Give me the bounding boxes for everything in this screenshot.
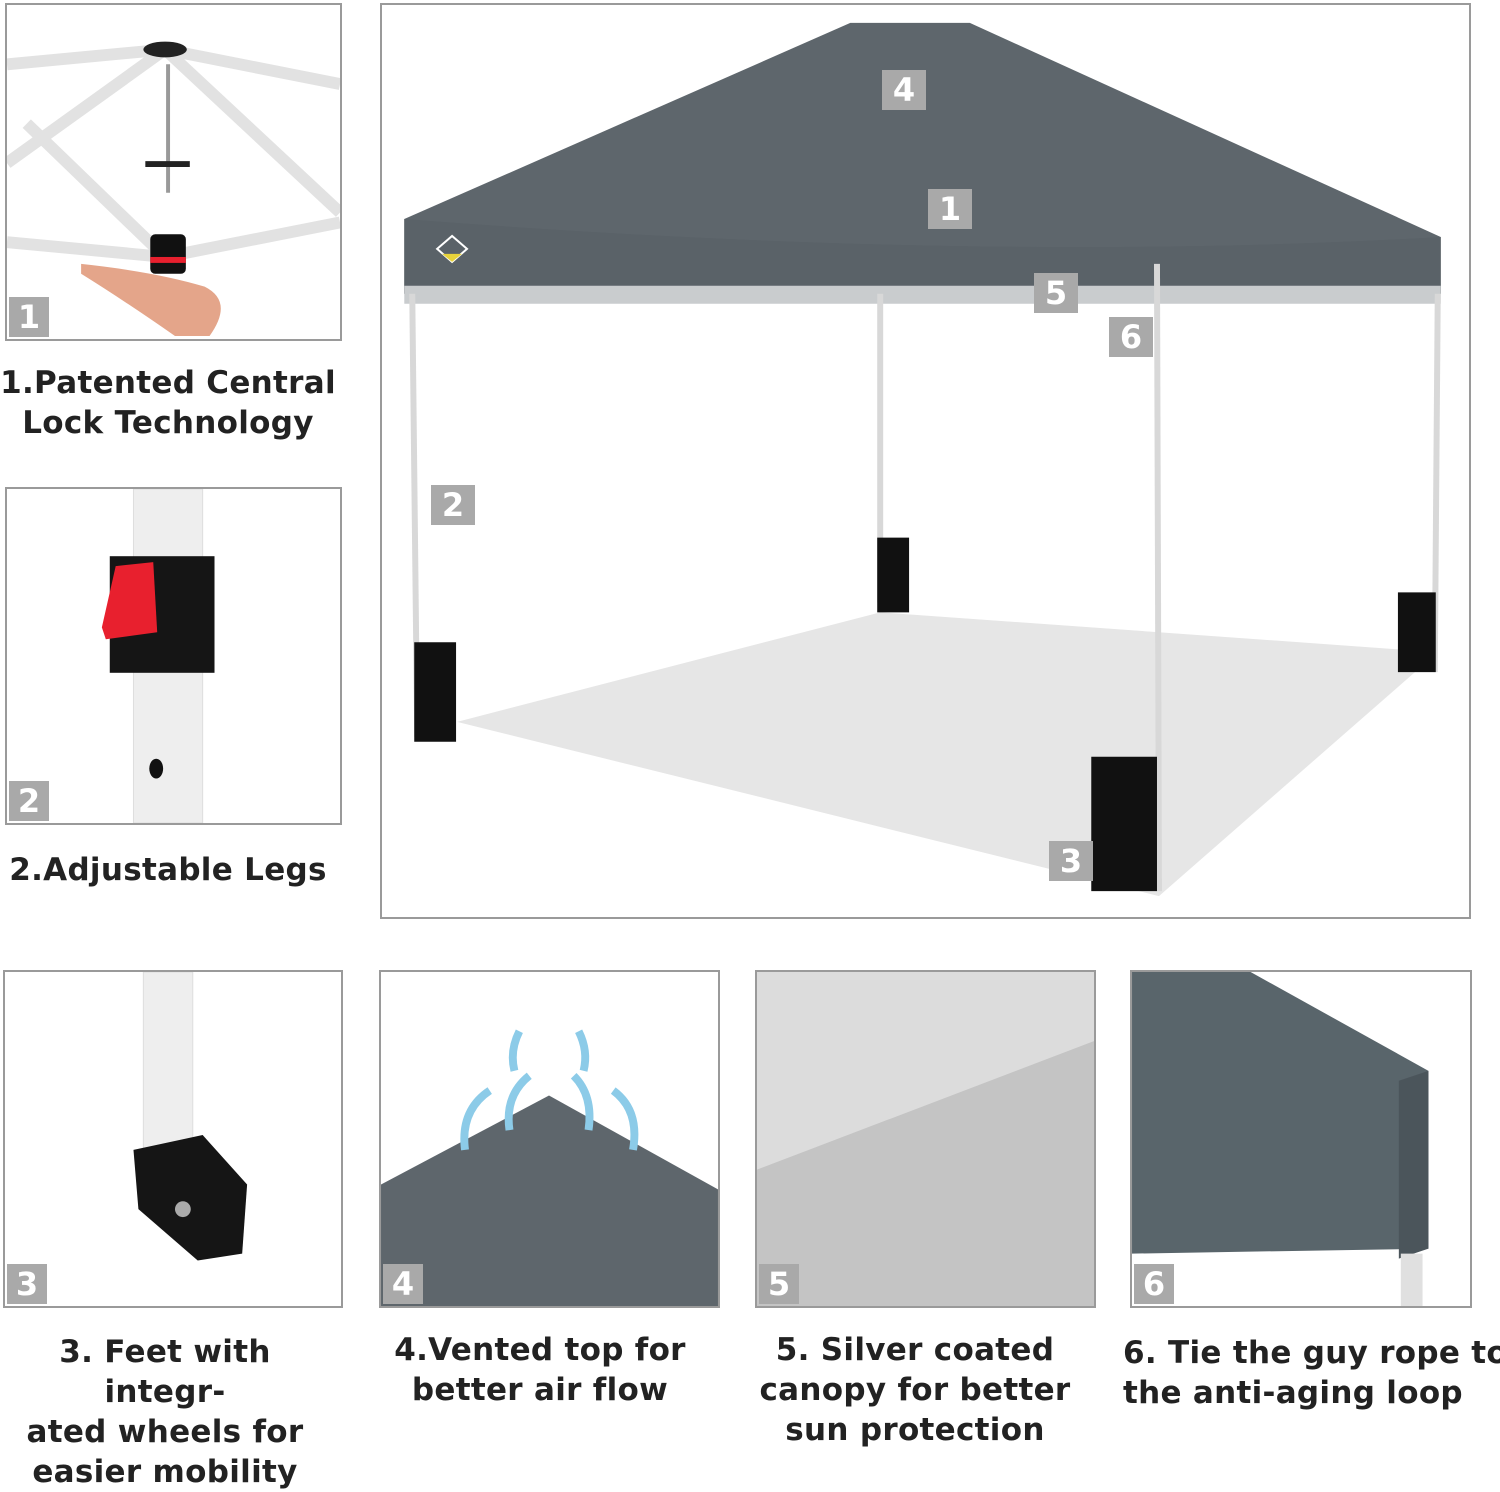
feature-badge: 4 — [383, 1264, 423, 1304]
silver-fabric-image — [757, 972, 1094, 1306]
main-badge-loop: 6 — [1109, 317, 1153, 357]
feature-panel-central-lock: 1 — [5, 3, 342, 341]
feature-badge: 6 — [1134, 1264, 1174, 1304]
feature-badge: 5 — [759, 1264, 799, 1304]
feature-panel-silver: 5 — [755, 970, 1096, 1308]
feature-panel-loop: 6 — [1130, 970, 1472, 1308]
main-badge-vent: 4 — [882, 70, 926, 110]
main-badge-lock: 1 — [928, 189, 972, 229]
feature-caption: 3. Feet with integr- ated wheels for eas… — [26, 1334, 304, 1490]
main-canopy-panel: 4 1 5 6 2 3 — [380, 3, 1471, 919]
feature-caption: 6. Tie the guy rope to the anti-aging lo… — [1123, 1335, 1500, 1411]
central-lock-image — [7, 41, 340, 337]
adjustable-leg-image — [101, 489, 215, 823]
vented-top-image — [381, 1029, 718, 1306]
feature-caption: 1.Patented Central Lock Technology — [0, 365, 336, 441]
canopy-corner-image — [1132, 972, 1429, 1306]
wheel-foot-image — [133, 972, 248, 1261]
canopy-tent-image — [404, 22, 1441, 897]
feature-caption: 4.Vented top for better air flow — [394, 1332, 686, 1408]
main-badge-feet: 3 — [1049, 841, 1093, 881]
feature-badge: 1 — [9, 297, 49, 337]
brand-logo — [435, 234, 469, 264]
feature-caption: 5. Silver coated canopy for better sun p… — [759, 1332, 1071, 1448]
feature-badge: 3 — [7, 1264, 47, 1304]
feature-caption: 2.Adjustable Legs — [9, 852, 327, 888]
feature-badge: 2 — [9, 781, 49, 821]
feature-panel-vent: 4 — [379, 970, 720, 1308]
main-badge-legs: 2 — [431, 485, 475, 525]
feature-panel-wheels: 3 — [3, 970, 343, 1308]
main-badge-silver: 5 — [1034, 273, 1078, 313]
feature-panel-adjustable-legs: 2 — [5, 487, 342, 825]
